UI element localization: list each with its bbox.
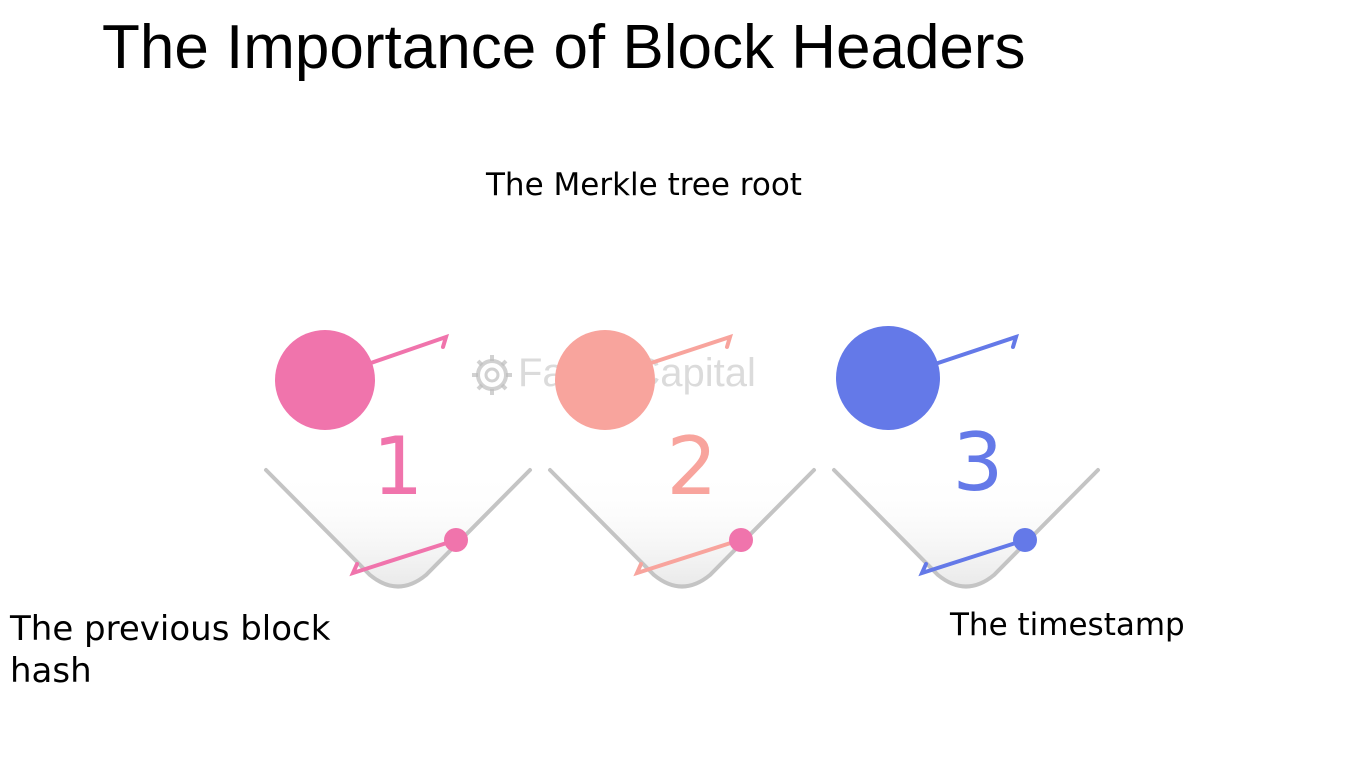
step-1-upper-pointer (366, 333, 450, 366)
step-3: 3 (832, 326, 1100, 589)
step-2: 2 (548, 330, 816, 589)
slide-title: The Importance of Block Headers (102, 13, 1026, 82)
gear-icon (472, 355, 512, 396)
step-2-small-circle (729, 528, 753, 552)
step-3-small-circle (1013, 528, 1037, 552)
step-1: 1 (264, 330, 532, 589)
step-2-large-circle (555, 330, 655, 430)
step-2-upper-pointer (646, 333, 734, 366)
label-merkle-tree-root: The Merkle tree root (486, 167, 802, 203)
label-timestamp: The timestamp (950, 607, 1185, 643)
step-1-v-shape (264, 468, 532, 589)
step-2-number: 2 (667, 420, 718, 513)
step-1-lower-pointer (349, 538, 458, 577)
step-2-v-shape (548, 468, 816, 589)
step-3-lower-pointer (918, 538, 1027, 577)
step-1-number: 1 (373, 420, 424, 513)
step-3-number: 3 (953, 416, 1004, 509)
step-2-lower-pointer (633, 538, 742, 577)
step-3-v-shape (832, 468, 1100, 589)
label-previous-block-hash: The previous block hash (10, 609, 331, 691)
step-1-small-circle (444, 528, 468, 552)
step-3-upper-pointer (933, 333, 1020, 366)
step-1-large-circle (275, 330, 375, 430)
step-3-large-circle (836, 326, 940, 430)
